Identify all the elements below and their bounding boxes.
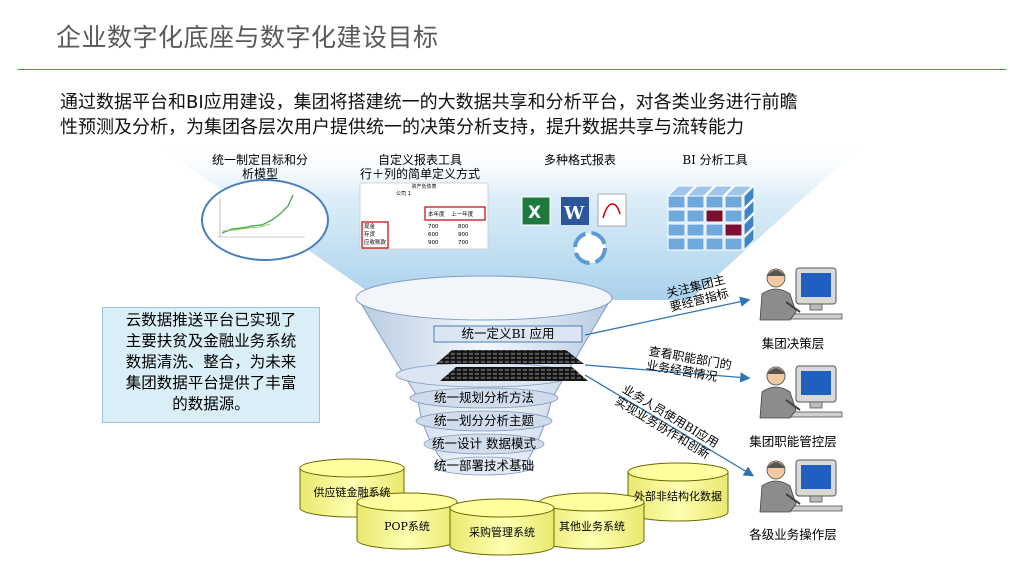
db-pop-label: POP系统: [384, 520, 430, 533]
layer-model: 统一设计 数据模式: [432, 436, 536, 451]
db-procurement-label: 采购管理系统: [469, 526, 535, 539]
role-decision-label: 集团决策层: [761, 336, 825, 351]
layer-method: 统一规划分析方法: [433, 390, 534, 405]
arrow-to-decision: [584, 296, 751, 336]
role-management-label: 集团职能管控层: [749, 434, 837, 449]
bi-cube-cell: [686, 195, 705, 209]
bi-cube-cell: [667, 237, 686, 251]
grid-plane-upper: [436, 350, 584, 364]
arrow-to-management: [584, 364, 751, 383]
report-col1: 本年度: [428, 212, 445, 218]
intro-line-2: 性预测及分析，为集团各层次用户提供统一的决策分析支持，提升数据共享与流转能力: [60, 117, 744, 138]
db-pop-cylinder: [356, 492, 458, 550]
bi-cube-cell: [705, 237, 724, 251]
refresh-icon: [573, 231, 607, 265]
report-values1: 700 600 900: [428, 224, 439, 246]
bi-cube-cell: [667, 195, 686, 209]
db-other-cylinder: [539, 492, 645, 550]
report-thumb-text: 资产负债表 公司 1: [396, 184, 437, 197]
report-thumbnail: [359, 182, 489, 250]
role-operation-label: 各级业务操作层: [749, 527, 837, 542]
pdf-icon: [597, 193, 627, 227]
bi-app-layer-box: [433, 325, 583, 343]
arrow-to-operation: [584, 374, 755, 477]
bi-cube-cell: [667, 223, 686, 237]
cloud-platform-note: 云数据推送平台已实现了 主要扶贫及金融业务系统 数据清洗、整合，为未来 集团数据…: [102, 307, 320, 423]
management-user-icon: [759, 365, 843, 419]
db-procurement-cylinder: [449, 498, 555, 556]
model-chart-thumbnail: [201, 179, 329, 261]
bi-cube-cell: [724, 237, 743, 251]
bi-cube-cell: [724, 209, 743, 223]
intro-paragraph: 通过数据平台和BI应用建设，集团将搭建统一的大数据共享和分析平台，对各类业务进行…: [60, 90, 980, 140]
page-title: 企业数字化底座与数字化建设目标: [56, 23, 439, 52]
word-icon: [561, 197, 589, 225]
tool-multi-format-label: 多种格式报表: [543, 153, 616, 167]
excel-icon: [521, 196, 551, 226]
db-external-cylinder: [627, 462, 729, 522]
report-rows: 现金 存货 应收账款: [364, 224, 387, 246]
tool-bi-label: BI 分析工具: [682, 153, 748, 167]
tool-model-label: 统一制定目标和分 析模型: [211, 153, 308, 181]
title-divider: [18, 69, 1006, 70]
db-external-label: 外部非结构化数据: [634, 490, 722, 503]
bi-cube-cell: [686, 237, 705, 251]
funnel-top: [355, 275, 613, 321]
tool-custom-report-label: 自定义报表工具 行＋列的简单定义方式: [359, 153, 480, 181]
grid-plane-lower: [440, 367, 588, 381]
bi-cube-cell: [705, 209, 724, 223]
bi-cube-icon: [666, 184, 755, 252]
light-beam: [150, 140, 868, 300]
model-trend-line: [221, 194, 294, 234]
report-col2: 上一年度: [451, 212, 474, 218]
operation-user-icon: [759, 459, 843, 513]
bi-cube-cell: [686, 223, 705, 237]
report-values2: 800 900 700: [458, 224, 469, 246]
db-supply-chain-label: 供应链金融系统: [313, 486, 391, 499]
bi-cube-cell: [705, 195, 724, 209]
db-other-label: 其他业务系统: [559, 520, 625, 533]
bi-cube-cell: [724, 223, 743, 237]
bi-cube-cell: [724, 195, 743, 209]
bi-cube-cell: [667, 209, 686, 223]
svg-text:X: X: [528, 203, 541, 223]
svg-text:W: W: [563, 203, 585, 224]
layer-topic: 统一划分分析主题: [433, 413, 534, 428]
layer-infra: 统一部署技术基础: [433, 458, 534, 473]
layer-bi-app: 统一定义BI 应用: [461, 326, 555, 341]
intro-line-1: 通过数据平台和BI应用建设，集团将搭建统一的大数据共享和分析平台，对各类业务进行…: [60, 92, 798, 113]
bi-cube-cell: [686, 209, 705, 223]
bi-cube-cell: [705, 223, 724, 237]
decision-user-icon: [759, 267, 843, 321]
